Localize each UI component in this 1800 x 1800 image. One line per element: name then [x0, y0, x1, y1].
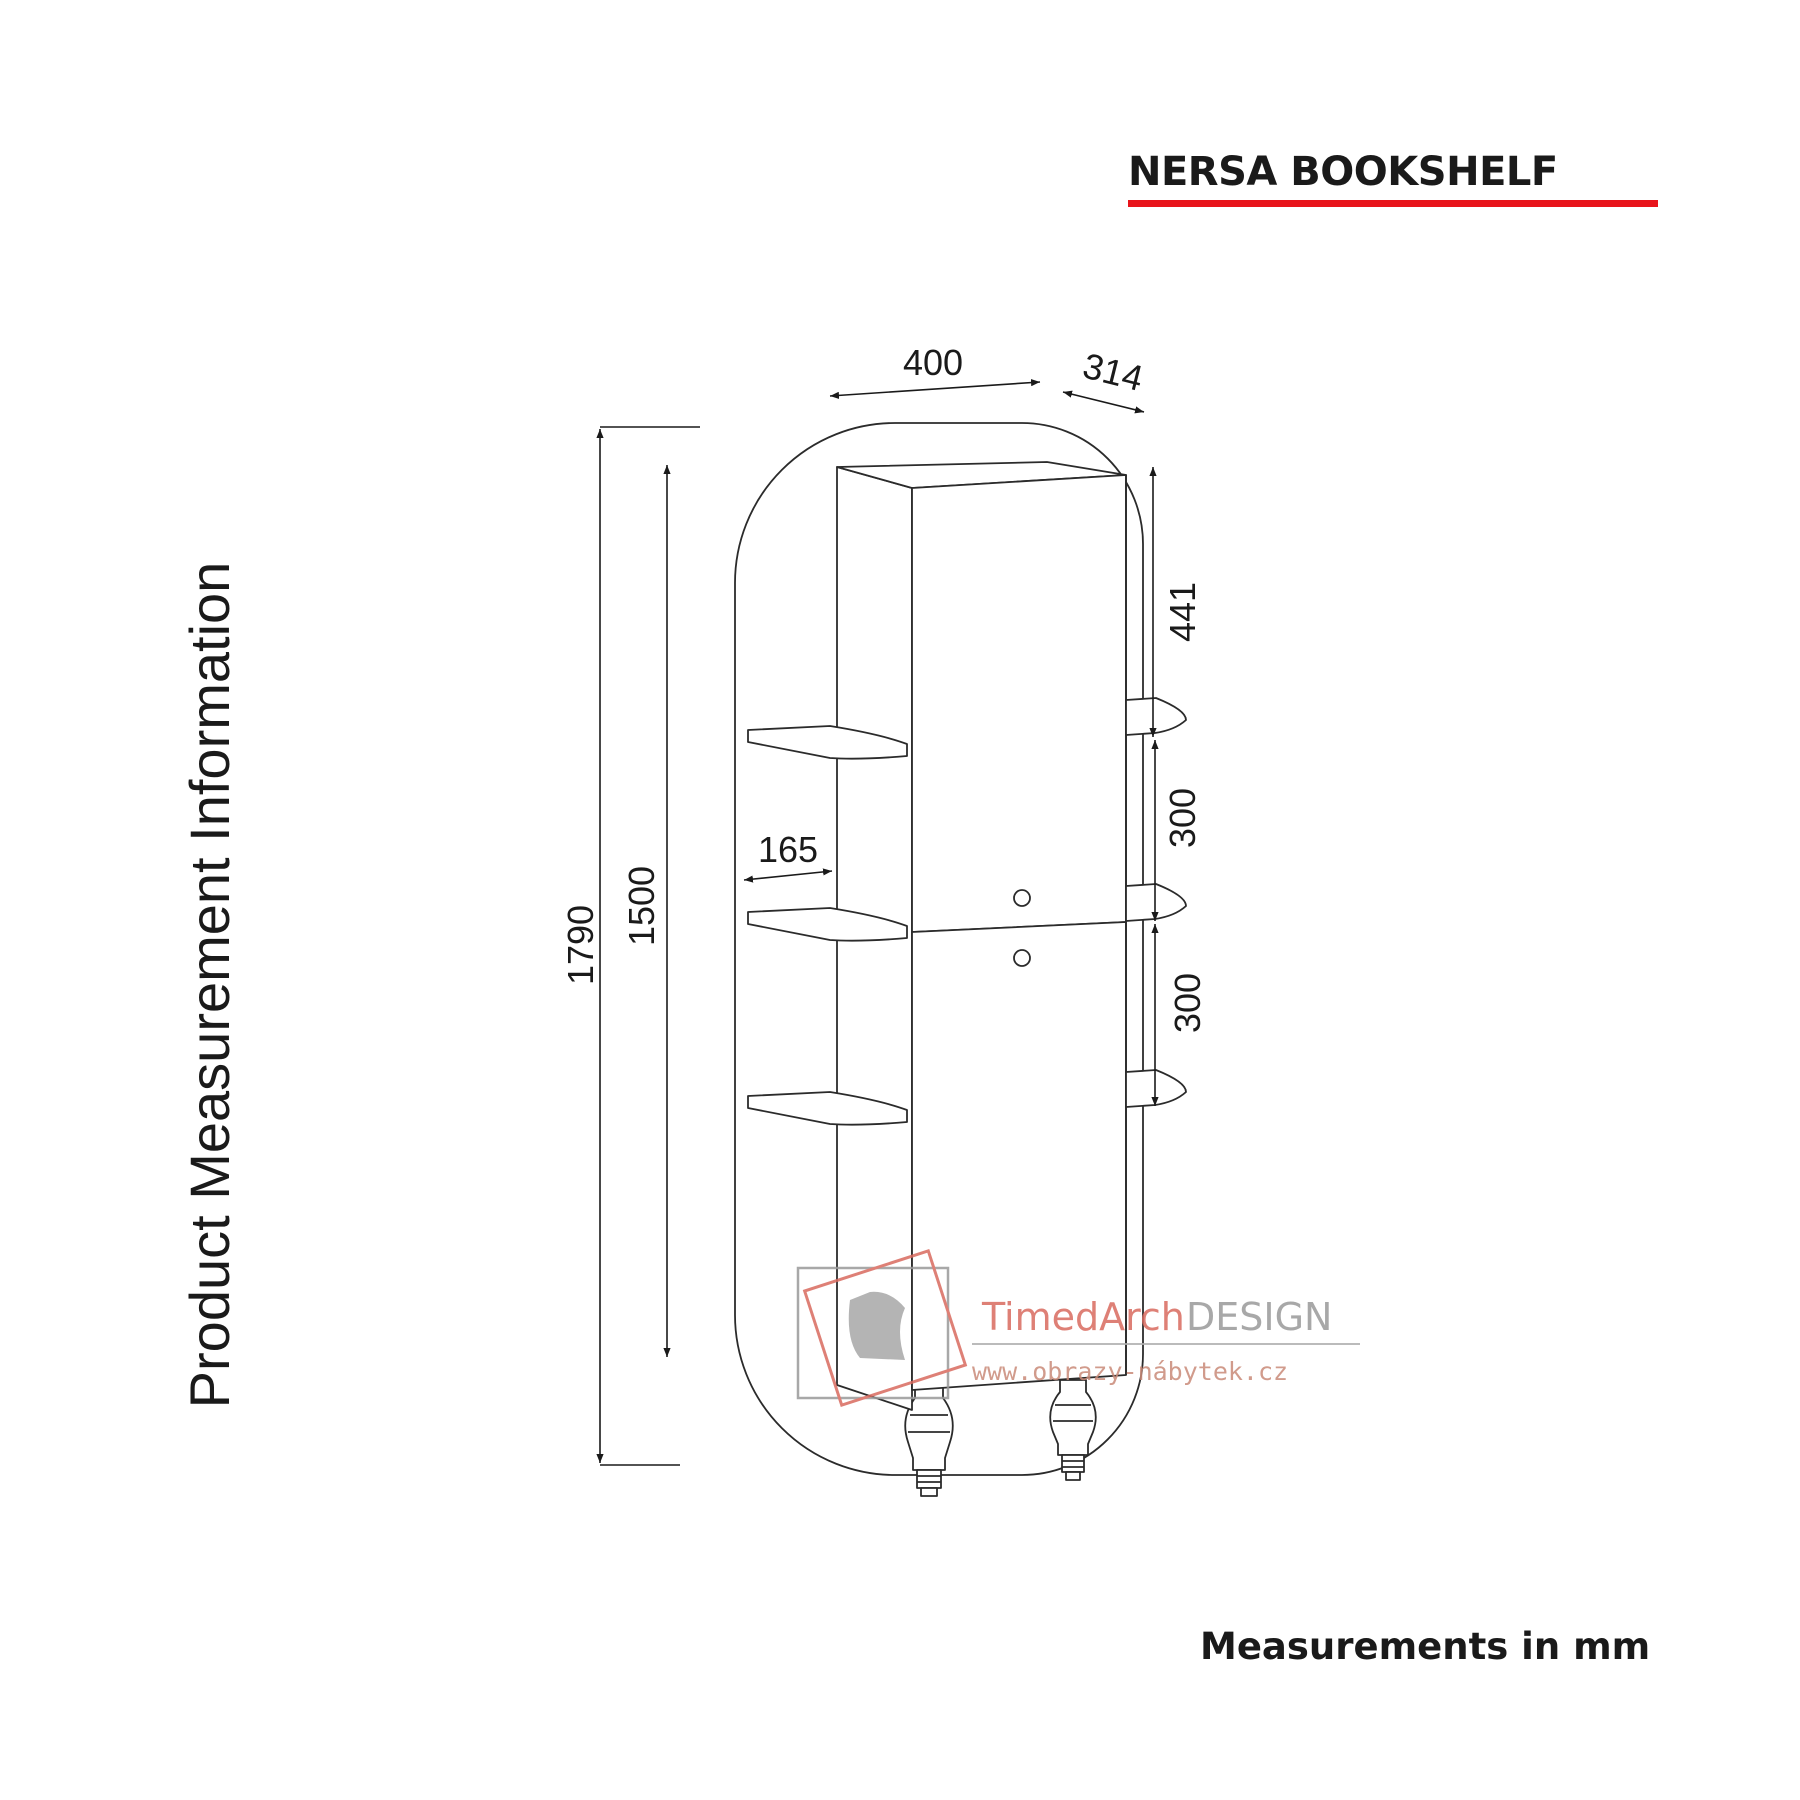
lower-section-label: 300: [1167, 973, 1208, 1033]
watermark: TimedArch DESIGN www.obrazy-nábytek.cz: [796, 1248, 1360, 1408]
shelf-depth-label: 165: [758, 829, 818, 870]
watermark-brand-part1: TimedArch: [981, 1295, 1185, 1339]
cabinet-height-label: 1500: [621, 866, 662, 946]
shelf-depth-dimension-line: [743, 868, 833, 883]
width-label: 400: [903, 342, 963, 383]
watermark-chair-icon: [848, 1291, 905, 1360]
lower-door-knob: [1013, 949, 1031, 967]
width-dimension-line: [829, 379, 1041, 399]
right-shelf-bottom: [1125, 1069, 1187, 1108]
product-title: NERSA BOOKSHELF: [1128, 149, 1558, 195]
depth-dimension-line: [1062, 390, 1145, 414]
overall-height-label: 1790: [560, 905, 601, 985]
right-shelf-middle: [1125, 883, 1187, 922]
depth-label: 314: [1079, 345, 1147, 399]
watermark-url: www.obrazy-nábytek.cz: [972, 1357, 1288, 1386]
left-shelf-bottom: [747, 1091, 908, 1126]
watermark-logo-square: [802, 1248, 968, 1408]
title-underline: [1128, 200, 1658, 207]
middle-section-label: 300: [1162, 788, 1203, 848]
left-shelf-top: [747, 725, 908, 760]
front-leg: [904, 1385, 954, 1497]
back-leg: [1049, 1379, 1097, 1481]
units-note: Measurements in mm: [1200, 1625, 1651, 1668]
top-section-label: 441: [1162, 582, 1203, 642]
right-shelf-top: [1125, 697, 1187, 736]
upper-door: [911, 474, 1127, 933]
upper-door-knob: [1013, 889, 1031, 907]
left-shelf-middle: [747, 907, 908, 942]
back-panel: [734, 422, 1144, 1476]
watermark-brand-part2: DESIGN: [1186, 1295, 1332, 1339]
